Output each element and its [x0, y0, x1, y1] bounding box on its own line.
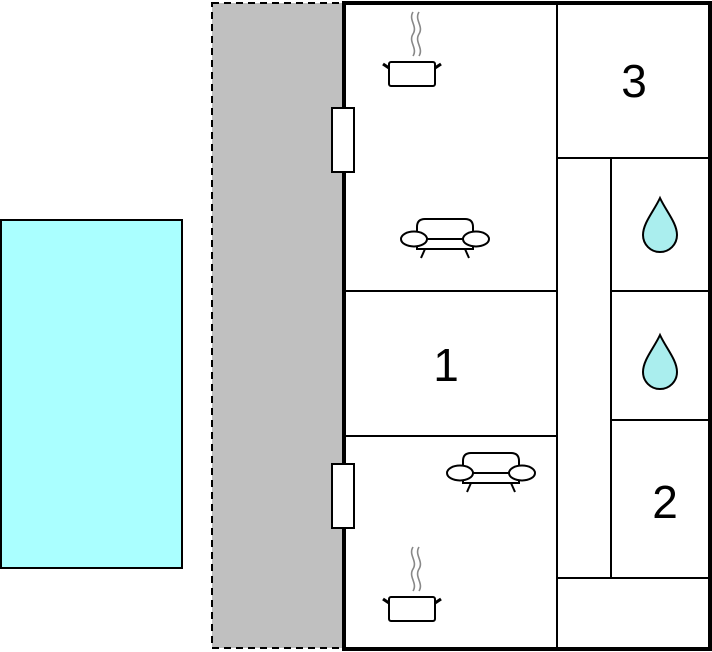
door-icon — [331, 107, 355, 173]
room-number-3: 3 — [621, 55, 647, 107]
interior-walls — [344, 3, 710, 649]
swimming-pool — [0, 219, 183, 569]
door-icon — [331, 463, 355, 529]
room-number-2: 2 — [652, 476, 678, 528]
room-number-1: 1 — [433, 339, 459, 391]
house-outline — [342, 1, 712, 651]
terrace — [211, 2, 344, 649]
